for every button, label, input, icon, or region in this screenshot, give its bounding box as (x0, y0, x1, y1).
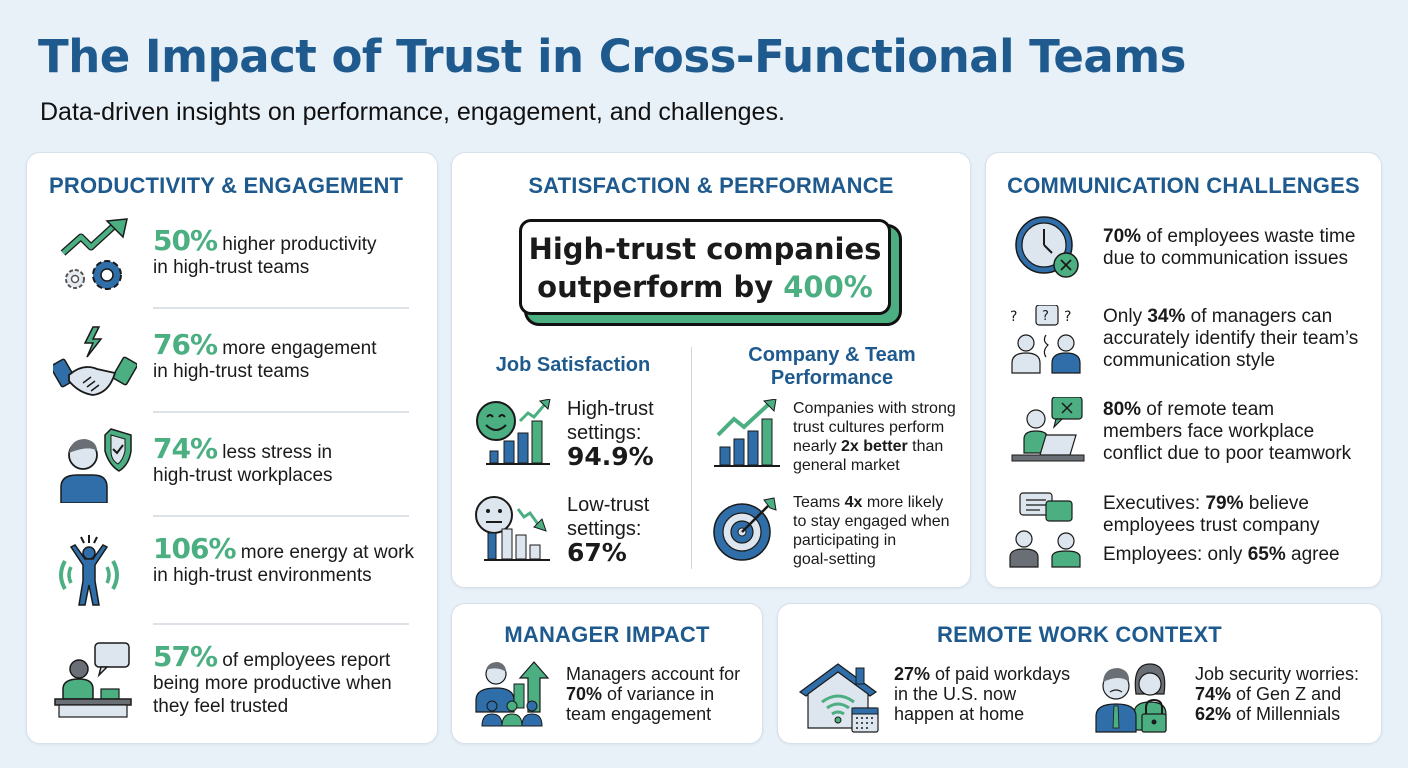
performance-title: Company & Team Performance (748, 344, 916, 389)
performance-stat-1: Companies with strong trust cultures per… (793, 400, 956, 474)
divider (153, 515, 409, 517)
communication-title: COMMUNICATION CHALLENGES (1007, 173, 1360, 198)
low-trust-value: 67% (567, 538, 627, 567)
manager-stat: Managers account for 70% of variance in … (566, 664, 741, 724)
divider (153, 623, 409, 625)
productivity-title: PRODUCTIVITY & ENGAGEMENT (49, 173, 404, 198)
divider (153, 411, 409, 413)
stat-percent: 74% (153, 432, 218, 465)
stat-item: 76% more engagement in high-trust teams (27, 319, 439, 423)
communication-stat: 80% of remote team members face workplac… (1103, 399, 1352, 464)
low-trust-stat: Low-trust settings: 67% (567, 494, 650, 567)
hero-callout: High-trust companies outperform by 400% (519, 219, 891, 315)
satisfaction-card: SATISFACTION & PERFORMANCE High-trust co… (451, 152, 971, 588)
hero-highlight: 400% (783, 270, 873, 304)
divider (691, 347, 692, 569)
stat-percent: 106% (153, 532, 237, 565)
energized-person-icon (59, 535, 119, 606)
job-satisfaction-title: Job Satisfaction (495, 354, 651, 376)
worried-people-lock-icon (1095, 663, 1167, 733)
handshake-icon (53, 326, 137, 396)
remote-work-title: REMOTE WORK CONTEXT (937, 622, 1222, 647)
satisfaction-title: SATISFACTION & PERFORMANCE (528, 173, 894, 198)
stat-item: 57% of employees report being more produ… (27, 633, 439, 737)
communication-stat: Employees: only 65% agree (1103, 544, 1340, 565)
neutral-chart-icon (475, 496, 550, 561)
svg-text:?: ? (1010, 309, 1017, 325)
stat-item: 50% higher productivity in high-trust te… (27, 215, 439, 319)
target-icon (713, 497, 777, 561)
remote-work-card: REMOTE WORK CONTEXT 27% of paid workdays… (777, 603, 1382, 744)
svg-text:?: ? (1042, 309, 1049, 324)
remote-stat-2: Job security worries: 74% of Gen Z and 6… (1195, 664, 1360, 724)
stat-percent: 76% (153, 328, 218, 361)
manager-impact-title: MANAGER IMPACT (504, 622, 710, 647)
stat-item: 106% more energy at work in high-trust e… (27, 525, 439, 629)
communication-card: COMMUNICATION CHALLENGES 70% of employee… (985, 152, 1382, 588)
manager-team-icon (475, 661, 550, 727)
high-trust-value: 94.9% (567, 442, 654, 471)
stat-percent: 57% (153, 640, 218, 673)
stat-percent: 50% (153, 224, 218, 257)
stat-item: 74% less stress in high-trust workplaces (27, 423, 439, 527)
divider (153, 307, 409, 309)
communication-stat: Executives: 79% believe employees trust … (1103, 493, 1320, 536)
home-wifi-calendar-icon (798, 663, 879, 733)
page-subtitle: Data-driven insights on performance, eng… (40, 98, 785, 126)
remote-conflict-icon (1011, 397, 1085, 462)
svg-text:?: ? (1064, 309, 1071, 325)
page-title: The Impact of Trust in Cross-Functional … (38, 30, 1186, 83)
clock-cancel-icon (1015, 216, 1079, 278)
communication-stat: Only 34% of managers can accurately iden… (1103, 306, 1359, 371)
person-at-desk-icon (54, 642, 132, 718)
happy-chart-icon (476, 399, 551, 465)
high-trust-stat: High-trust settings: 94.9% (567, 398, 654, 471)
manager-impact-card: MANAGER IMPACT Managers account for 70% … (451, 603, 763, 744)
growth-gears-icon (60, 218, 128, 290)
communication-stat: 70% of employees waste time due to commu… (1103, 226, 1356, 269)
person-shield-icon (60, 428, 132, 503)
growth-chart-icon (714, 399, 780, 467)
executive-employee-icon (1009, 492, 1081, 568)
productivity-card: PRODUCTIVITY & ENGAGEMENT 50% higher pro… (26, 152, 438, 744)
performance-stat-2: Teams 4x more likely to stay engaged whe… (793, 494, 950, 568)
remote-stat-1: 27% of paid workdays in the U.S. now hap… (894, 664, 1071, 724)
confused-people-icon: ? ? ? (1010, 305, 1081, 374)
